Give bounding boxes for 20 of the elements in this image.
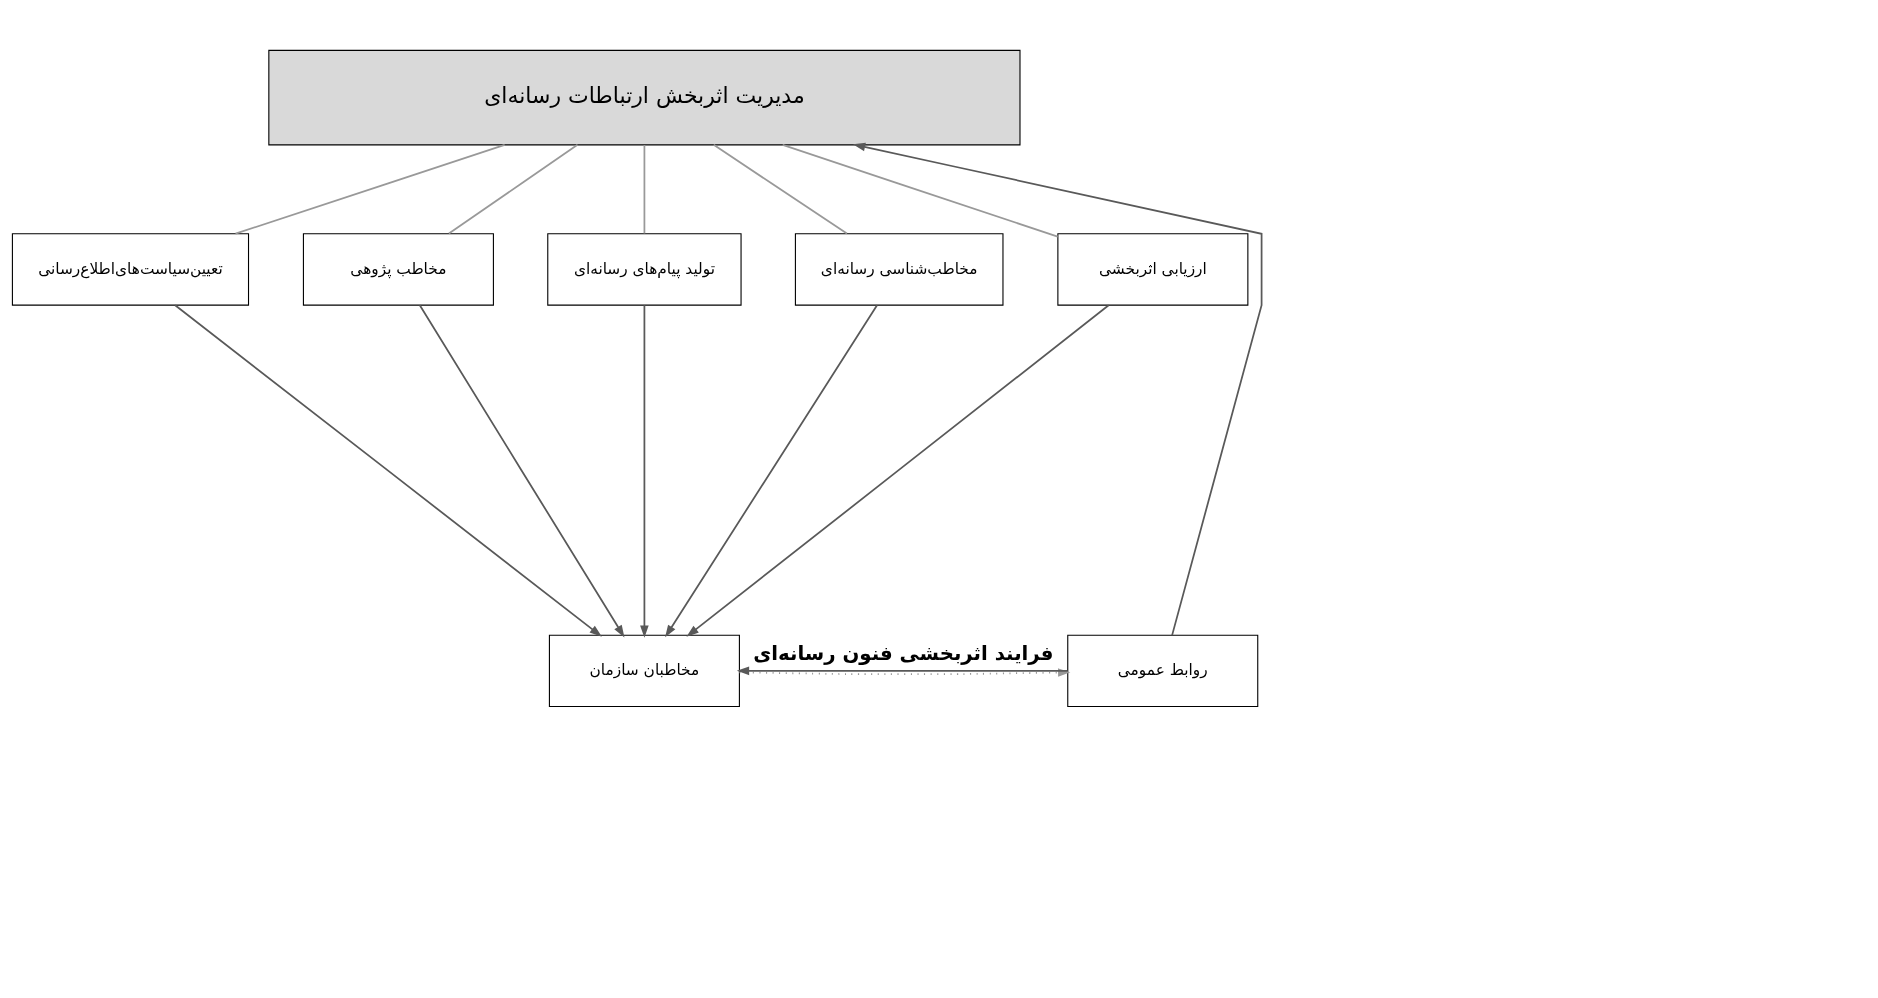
arrow [852, 142, 1263, 636]
connector [448, 143, 579, 235]
node-box: ارزیابی اثربخشی [1057, 233, 1249, 306]
connector [712, 143, 848, 235]
connector [234, 143, 506, 235]
node-box: مدیریت اثربخش ارتباطات رسانه‌ای [268, 49, 1021, 146]
node-box: تعیین‌سیاست‌های‌اطلاع‌رسانی [11, 233, 250, 306]
node-box: تولید پیام‌های رسانه‌ای [547, 233, 742, 306]
node-box: روابط عمومی [1067, 634, 1259, 708]
connector [643, 144, 646, 235]
arrow [665, 304, 878, 638]
arrow [686, 304, 1110, 637]
node-box: مخاطب‌شناسی رسانه‌ای [794, 233, 1004, 306]
arrow [174, 304, 602, 637]
connector [781, 143, 1059, 238]
edge-label: فرایند اثربخشی فنون رسانه‌ای [753, 642, 1054, 666]
arrow [640, 304, 649, 638]
arrow [418, 304, 625, 638]
node-box: مخاطب پژوهی [302, 233, 494, 306]
node-box: مخاطبان سازمان [548, 634, 740, 708]
